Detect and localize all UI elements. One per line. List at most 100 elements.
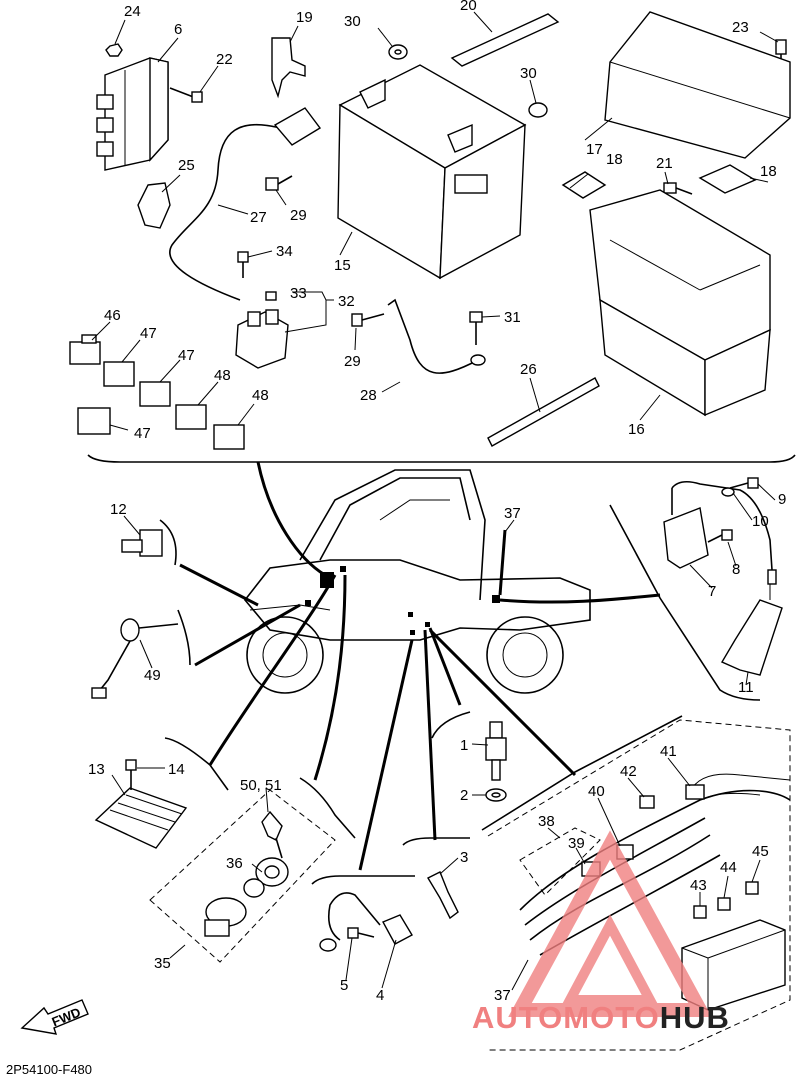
bracket-harness [481,715,683,831]
part-35-main-switch [204,897,247,937]
part-48-relay-a [175,404,207,430]
part-25-clip [137,182,171,229]
part-47-relay-b [139,381,171,407]
part-16-battery-box [589,189,771,417]
part-44-fuse [717,897,731,911]
part-45-fuse [745,881,759,895]
callout-10: 10 [752,513,769,530]
callout-21: 21 [656,155,673,172]
callout-41: 41 [660,743,677,760]
callout-14: 14 [168,761,185,778]
callout-48: 48 [214,367,231,384]
leader-lines [179,461,661,871]
callout-1: 1 [460,737,468,754]
fwd-arrow-icon: FWD [20,999,89,1035]
callout-4: 4 [376,987,384,1004]
bracket-left-12 [159,519,177,566]
part-22-bolt [169,87,203,103]
part-33-fuse [265,291,277,301]
bracket-1 [431,711,471,739]
part-43-fuse [693,905,707,919]
callout-40: 40 [588,783,605,800]
part-19-clip [271,37,306,99]
part-2-gasket [485,788,507,802]
section-bracket-top [87,454,796,463]
part-18-pad-b [698,164,757,194]
diagram-code: 2P54100-F480 [6,1062,92,1077]
callout-30: 30 [520,65,537,82]
bracket-right-coil [609,504,761,701]
part-20-strap [450,13,560,67]
callout-34: 34 [276,243,293,260]
callout-18: 18 [606,151,623,168]
watermark-logo: AUTOMOTOHUB [472,830,730,1035]
callout-16: 16 [628,421,645,438]
part-36-switch-body [243,857,289,898]
callout-27: 27 [250,209,267,226]
part-30-washer-b [528,102,548,118]
part-14-bolt [125,759,137,790]
callout-19: 19 [296,9,313,26]
callout-29: 29 [290,207,307,224]
callout-32: 32 [338,293,355,310]
part-34-bolt [237,251,249,278]
callout-20: 20 [460,0,477,14]
callout-11: 11 [738,679,754,696]
callout-50-51: 50, 51 [240,777,282,794]
part-5-bolt [347,927,375,939]
part-30-washer-a [388,44,408,60]
part-29-bolt-a [265,175,293,191]
part-11-plug-cap [720,569,783,676]
fuse-box [681,919,786,1011]
part-31-bolt [469,311,483,345]
part-3-sender [427,871,459,920]
bracket-left-49 [177,609,191,666]
callout-45: 45 [752,843,769,860]
callout-7: 7 [708,583,716,600]
part-49-sensor [91,618,179,699]
callout-9: 9 [778,491,786,508]
callout-2: 2 [460,787,468,804]
callout-37: 37 [504,505,521,522]
callout-25: 25 [178,157,195,174]
part-28-cable [387,298,486,374]
callout-29: 29 [344,353,361,370]
watermark-triangle-icon [508,830,712,1017]
watermark-text: AUTOMOTOHUB [472,1000,730,1035]
part-4-sensor [319,892,413,952]
part-48-relay-b [213,424,245,450]
part-47-relay-c [77,407,111,435]
part-21-bolt [663,182,693,195]
vehicle-outline [243,469,591,694]
group-38-box [519,827,601,896]
bracket-3 [402,837,470,846]
callout-42: 42 [620,763,637,780]
callout-23: 23 [732,19,749,36]
part-8-bolt [707,529,733,543]
callout-12: 12 [110,501,127,518]
part-13-regulator [94,787,188,849]
callout-ticks [91,11,779,991]
watermark-text-part1: AUTOMOTO [472,1000,660,1035]
callout-18: 18 [760,163,777,180]
callout-6: 6 [174,21,182,38]
callout-35: 35 [154,955,171,972]
part-27-cable [169,107,322,301]
part-10-washer [721,487,735,497]
part-1-spark-plug [485,721,507,781]
bracket-13 [164,737,229,791]
part-15-battery [337,64,527,280]
group-35-box [149,789,336,963]
part-42-connector [639,795,655,809]
callout-33: 33 [290,285,307,302]
callout-47: 47 [178,347,195,364]
part-41-connector [685,784,705,800]
callout-47: 47 [134,425,151,442]
callout-28: 28 [360,387,377,404]
callout-24: 24 [124,3,141,20]
part-47-relay-a [103,361,135,387]
part-7-ignition-coil [663,480,773,571]
callout-8: 8 [732,561,740,578]
callout-22: 22 [216,51,233,68]
